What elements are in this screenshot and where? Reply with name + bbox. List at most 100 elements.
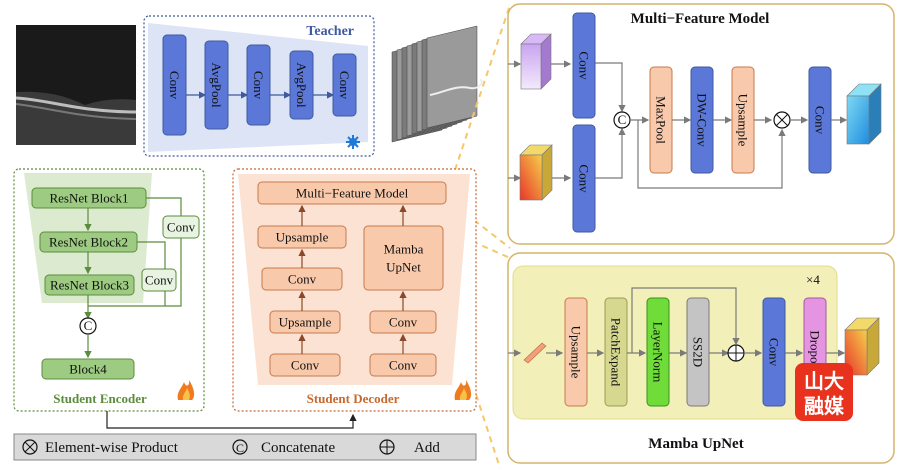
flow-arrow (595, 127, 626, 179)
svg-text:Conv: Conv (251, 71, 266, 100)
svg-text:Upsample: Upsample (736, 94, 751, 147)
svg-text:山大: 山大 (804, 370, 844, 393)
encoder-title: Student Encoder (53, 391, 147, 406)
watermark-logo: 山大 融媒 (795, 363, 853, 421)
svg-text:Conv: Conv (167, 220, 196, 235)
svg-text:Conv: Conv (577, 51, 592, 80)
svg-text:LayerNorm: LayerNorm (651, 322, 666, 383)
decoder-right-conv-1: Conv (369, 310, 437, 334)
legend: Element-wise Product C Concatenate Add (13, 433, 477, 461)
add-symbol (379, 439, 395, 455)
flow-arrow (137, 241, 166, 269)
svg-text:ResNet Block3: ResNet Block3 (50, 278, 129, 293)
decoder-left-upsample-1: Upsample (257, 225, 347, 249)
svg-text:Conv: Conv (337, 71, 352, 100)
teacher-block-conv-1: Conv (162, 34, 187, 136)
svg-text:Upsample: Upsample (569, 326, 584, 379)
teacher-block-conv-5: Conv (332, 53, 357, 117)
encoder-resnet-block1: ResNet Block1 (31, 187, 147, 209)
teacher-block-avgpool-2: AvgPool (204, 40, 229, 130)
oct-scan-image (15, 25, 137, 145)
svg-text:MaxPool: MaxPool (654, 96, 669, 144)
svg-text:Upsample: Upsample (279, 315, 332, 330)
decoder-left-conv-4: Conv (269, 353, 341, 377)
encoder-resnet-block3: ResNet Block3 (44, 274, 135, 296)
element-wise-product-symbol (22, 439, 38, 455)
concatenate-symbol: C (232, 439, 248, 455)
svg-text:Conv: Conv (577, 164, 592, 193)
mf-maxpool: MaxPool (649, 66, 673, 174)
decoder-title: Student Decoder (307, 391, 400, 406)
svg-text:DW-Conv: DW-Conv (695, 93, 710, 147)
encoder-side-conv-1: Conv (162, 215, 200, 239)
svg-text:Mamba: Mamba (384, 242, 424, 257)
svg-text:PatchExpand: PatchExpand (609, 318, 624, 387)
mu-ss2d: SS2D (686, 297, 710, 407)
output-feature-cube-blue (846, 83, 882, 145)
teacher-block-conv-3: Conv (246, 44, 271, 126)
svg-text:Conv: Conv (389, 315, 418, 330)
mf-upsample: Upsample (731, 66, 755, 174)
decoder-left-conv-2: Conv (261, 267, 343, 291)
teacher-title: Teacher (306, 24, 354, 39)
mf-conv-out: Conv (808, 66, 832, 174)
svg-text:融媒: 融媒 (804, 395, 845, 418)
mf-concatenate-node: C (613, 111, 631, 129)
encoder-concatenate-node: C (79, 317, 97, 335)
svg-text:Conv: Conv (389, 358, 418, 373)
legend-label-product: Element-wise Product (45, 440, 179, 456)
svg-text:Conv: Conv (767, 338, 782, 367)
snowflake-icon (346, 135, 360, 149)
svg-text:C: C (84, 318, 93, 333)
encoder-block4: Block4 (41, 358, 135, 380)
mf-element-wise-product-node (773, 111, 791, 129)
mu-conv: Conv (762, 297, 786, 407)
flow-arrow (88, 238, 182, 307)
svg-text:Conv: Conv (167, 71, 182, 100)
repeat-label: ×4 (806, 272, 820, 287)
input-token-bar (523, 342, 547, 364)
decoder-flame-icon (454, 380, 472, 400)
svg-text:Conv: Conv (145, 273, 174, 288)
svg-text:UpNet: UpNet (386, 260, 421, 275)
flow-arrow (631, 287, 740, 353)
output-feature-cube-fire (844, 317, 880, 376)
flow-arrow (146, 197, 182, 216)
mf-conv-bottom: Conv (572, 124, 596, 233)
encoder-resnet-block2: ResNet Block2 (39, 231, 138, 253)
svg-text:ResNet Block2: ResNet Block2 (49, 235, 128, 250)
svg-text:Conv: Conv (813, 106, 828, 135)
mu-upsample: Upsample (564, 297, 588, 407)
mu-layernorm: LayerNorm (646, 297, 670, 407)
svg-text:AvgPool: AvgPool (209, 62, 224, 108)
encoder-flame-icon (177, 380, 195, 400)
svg-text:Conv: Conv (288, 272, 317, 287)
flow-arrow (595, 62, 626, 113)
legend-label-add: Add (414, 440, 440, 456)
svg-text:SS2D: SS2D (691, 337, 706, 367)
svg-text:C: C (236, 441, 244, 455)
input-feature-cube-fire (519, 144, 553, 201)
svg-text:Multi−Feature Model: Multi−Feature Model (296, 186, 409, 201)
encoder-side-conv-2: Conv (141, 268, 177, 292)
mf-dw-conv: DW-Conv (690, 66, 714, 174)
mamba-upnet-title: Mamba UpNet (648, 436, 743, 452)
multi-feature-title: Multi−Feature Model (631, 11, 770, 27)
svg-text:Block4: Block4 (69, 362, 107, 377)
decoder-right-conv-2: Conv (369, 353, 437, 377)
mf-conv-top: Conv (572, 12, 596, 119)
decoder-left-upsample-3: Upsample (269, 310, 341, 334)
mu-add-node (727, 344, 745, 362)
svg-text:Upsample: Upsample (276, 230, 329, 245)
decoder-multi-feature-model: Multi−Feature Model (257, 181, 447, 205)
svg-text:ResNet Block1: ResNet Block1 (49, 191, 128, 206)
flow-arrow (637, 120, 786, 189)
svg-text:C: C (618, 112, 627, 127)
svg-text:Conv: Conv (291, 358, 320, 373)
legend-label-concatenate: Concatenate (261, 440, 335, 456)
oct-volume-image (391, 25, 483, 143)
encoder-to-decoder-arrow (106, 411, 357, 429)
svg-text:AvgPool: AvgPool (294, 62, 309, 108)
